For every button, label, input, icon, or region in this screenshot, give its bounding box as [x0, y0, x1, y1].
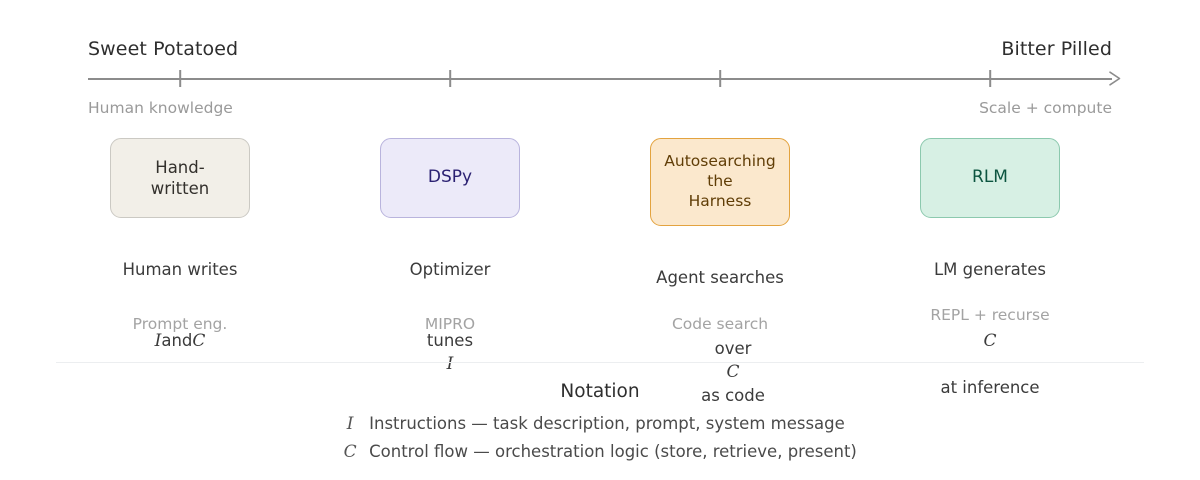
stage-column-dspy: DSPy Optimizer tunes I MIPRO — [320, 138, 580, 400]
caption-line: IandC — [50, 305, 310, 353]
axis-right-sublabel: Scale + compute — [979, 99, 1112, 117]
caption-line: LM generates — [933, 260, 1047, 280]
stage-caption-autosearching: Agent searches over C as code — [590, 243, 850, 431]
caption-text: as code — [701, 386, 765, 406]
notation-entry-text: Control flow — orchestration logic (stor… — [369, 441, 857, 461]
symbol-c: C — [343, 441, 357, 462]
stage-column-rlm: RLM LM generates C at inference REPL + r… — [860, 138, 1120, 423]
notation-entry: C Control flow — orchestration logic (st… — [343, 439, 857, 467]
notation-title: Notation — [560, 381, 640, 402]
caption-line: tunes I — [320, 305, 580, 376]
symbol-i: I — [446, 354, 454, 375]
stage-node-label: Hand- written — [150, 157, 210, 198]
caption-line: at inference — [940, 378, 1040, 398]
axis-tick-3 — [719, 70, 721, 87]
caption-line: over C as code — [590, 313, 850, 407]
stage-node-handwritten[interactable]: Hand- written — [110, 138, 250, 218]
axis-tick-1 — [179, 70, 181, 87]
axis-left-sublabel: Human knowledge — [88, 99, 233, 117]
axis-line — [88, 78, 1112, 80]
stage-column-autosearching: Autosearching the Harness Agent searches… — [590, 138, 850, 431]
stage-node-dspy[interactable]: DSPy — [380, 138, 520, 218]
caption-line: Human writes — [122, 260, 238, 280]
stage-tag-dspy: MIPRO — [424, 315, 476, 333]
section-divider — [56, 362, 1144, 363]
symbol-c: C — [192, 330, 206, 351]
caption-line: Optimizer — [409, 260, 491, 280]
stage-tag-handwritten: Prompt eng. — [132, 315, 228, 333]
notation-entry: I Instructions — task description, promp… — [343, 411, 857, 439]
notation-list: I Instructions — task description, promp… — [343, 411, 857, 466]
symbol-i: I — [346, 414, 354, 434]
caption-text: over — [714, 338, 752, 358]
stage-node-label: Autosearching the Harness — [664, 152, 776, 210]
symbol-i: I — [154, 330, 162, 351]
stage-node-label: RLM — [972, 167, 1008, 188]
caption-text: tunes — [426, 330, 474, 350]
axis-tick-4 — [989, 70, 991, 87]
stage-node-rlm[interactable]: RLM — [920, 138, 1060, 218]
stage-caption-rlm: LM generates C at inference — [860, 235, 1120, 423]
caption-line: Agent searches — [656, 268, 784, 288]
axis-left-pole-label: Sweet Potatoed — [88, 38, 239, 60]
notation-entry-text: Instructions — task description, prompt,… — [369, 414, 845, 433]
stage-column-handwritten: Hand- written Human writes IandC Prompt … — [50, 138, 310, 376]
notation-section: Notation I Instructions — task descripti… — [0, 381, 1200, 466]
axis-right-pole-label: Bitter Pilled — [1001, 38, 1112, 60]
axis-tick-2 — [449, 70, 451, 87]
symbol-c: C — [983, 330, 997, 351]
arrow-right-icon — [1108, 70, 1126, 87]
stage-tag-rlm: REPL + recurse — [930, 306, 1050, 324]
stage-node-autosearching[interactable]: Autosearching the Harness — [650, 138, 790, 226]
stage-node-label: DSPy — [427, 167, 473, 188]
caption-line: C — [860, 305, 1120, 353]
caption-connector: and — [161, 330, 193, 350]
stage-caption-handwritten: Human writes IandC — [50, 235, 310, 376]
symbol-c: C — [726, 362, 740, 383]
stage-tag-autosearching: Code search — [671, 315, 769, 333]
stage-caption-dspy: Optimizer tunes I — [320, 235, 580, 400]
